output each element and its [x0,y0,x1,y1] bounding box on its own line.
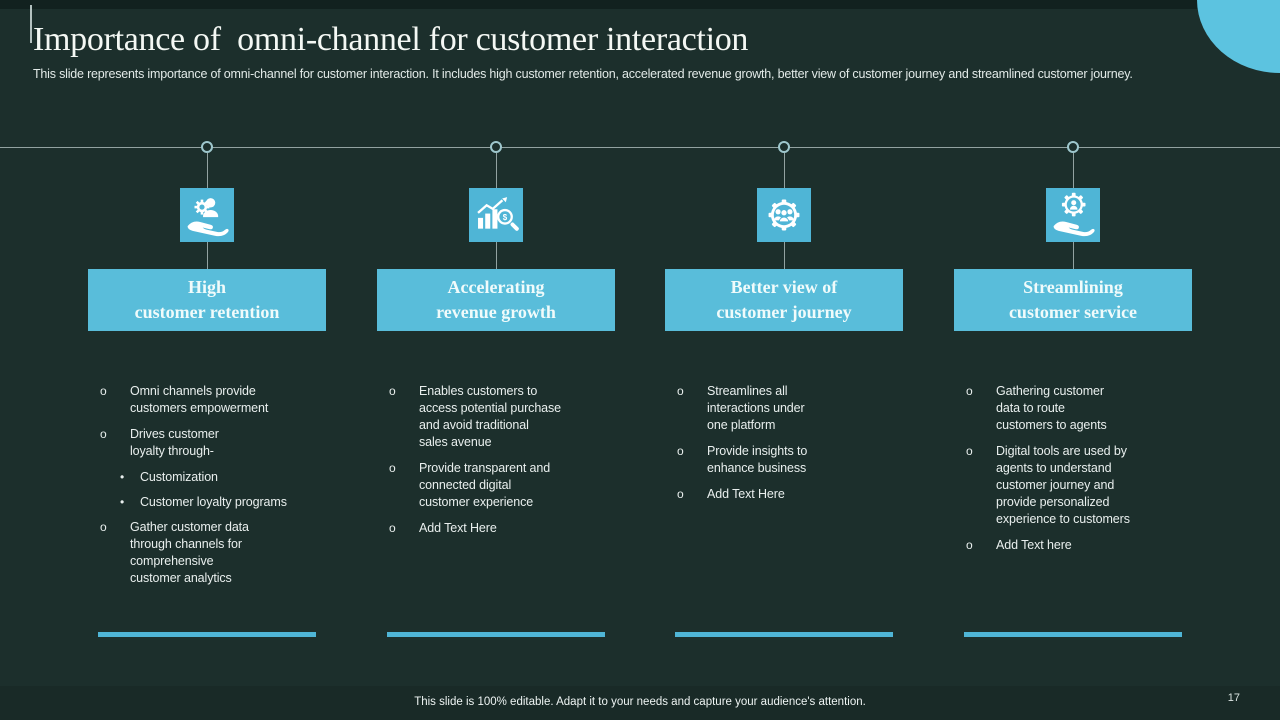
column-underline-bar [98,632,316,637]
bullet-marker: o [677,384,684,398]
customer-journey-icon [768,199,800,231]
bullet-text: Provide transparent and connected digita… [419,461,551,509]
column-underline-bar [387,632,605,637]
page-number: 17 [1227,692,1240,704]
column-header-box: Accelerating revenue growth [377,269,615,331]
bullet-marker: o [966,384,973,398]
list-item: o Add Text Here [677,486,893,503]
bullet-marker: • [120,495,125,509]
bullet-text: Drives customer loyalty through- [130,427,219,458]
connector-vertical-line [784,242,785,269]
list-item: o Gathering customer data to route custo… [966,383,1182,434]
column-header-label: Accelerating revenue growth [436,277,556,322]
corner-blob-decoration [1197,0,1280,73]
connector-node-circle [1067,141,1079,153]
list-item: o Provide insights to enhance business [677,443,893,477]
bullet-marker: o [389,384,396,398]
icon-tile [1046,188,1100,242]
bullet-marker: o [677,444,684,458]
title-accent-line [30,5,32,43]
connector-vertical-line [496,153,497,188]
sub-list-item: • Customization [120,469,316,486]
list-item: o Gather customer data through channels … [100,519,316,587]
bullet-marker: • [120,470,125,484]
bullet-marker: o [389,521,396,535]
bullet-marker: o [100,384,107,398]
bullet-marker: o [966,538,973,552]
column-underline-bar [675,632,893,637]
sub-list-item: • Customer loyalty programs [120,494,316,511]
connector-node-circle [201,141,213,153]
connector-horizontal-line [0,147,1280,148]
column-header-label: Streamlining customer service [1008,277,1138,322]
column-accelerating-revenue-growth: $ Accelerating revenue growth o Enables … [377,0,615,720]
bullet-marker: o [100,520,107,534]
bullet-text: Add Text Here [419,521,497,535]
connector-node-circle [778,141,790,153]
customer-retention-icon [187,198,229,237]
bullet-list: o Streamlines all interactions under one… [677,383,893,512]
bullet-text: Omni channels provide customers empowerm… [130,384,269,415]
footer-strip [0,686,1280,720]
svg-text:$: $ [503,213,508,222]
connector-vertical-line [207,153,208,188]
bullet-list: o Omni channels provide customers empowe… [100,383,316,596]
list-item: o Omni channels provide customers empowe… [100,383,316,417]
icon-tile [180,188,234,242]
list-item: o Provide transparent and connected digi… [389,460,605,511]
bullet-text: Gather customer data through channels fo… [130,520,249,585]
footer-note: This slide is 100% editable. Adapt it to… [414,696,866,708]
page-title: Importance of omni-channel for customer … [33,21,749,58]
bullet-text: Customer loyalty programs [140,495,287,509]
connector-node-circle [490,141,502,153]
list-item: o Streamlines all interactions under one… [677,383,893,434]
bullet-text: Digital tools are used by agents to unde… [996,444,1130,526]
bullet-text: Provide insights to enhance business [707,444,808,475]
connector-vertical-line [1073,242,1074,269]
revenue-growth-icon: $ [477,197,519,231]
bullet-text: Gathering customer data to route custome… [996,384,1107,432]
column-header-label: High customer retention [134,277,280,322]
column-header-label: Better view of customer journey [716,277,852,322]
column-header-box: Better view of customer journey [665,269,903,331]
bullet-marker: o [100,427,107,441]
icon-tile [757,188,811,242]
column-streamlining-customer-service: Streamlining customer service o Gatherin… [954,0,1192,720]
bullet-text: Enables customers to access potential pu… [419,384,562,449]
bullet-text: Customization [140,470,218,484]
customer-service-icon [1053,192,1095,237]
bullet-marker: o [966,444,973,458]
column-high-customer-retention: High customer retention o Omni channels … [88,0,326,720]
icon-tile: $ [469,188,523,242]
bullet-list: o Enables customers to access potential … [389,383,605,546]
column-header-box: Streamlining customer service [954,269,1192,331]
list-item: o Add Text Here [389,520,605,537]
bullet-text: Streamlines all interactions under one p… [707,384,805,432]
list-item: o Enables customers to access potential … [389,383,605,451]
list-item: o Drives customer loyalty through- [100,426,316,460]
bullet-text: Add Text here [996,538,1072,552]
top-accent-strip [0,0,1280,9]
slide-subtitle: This slide represents importance of omni… [33,67,1133,81]
column-better-view-customer-journey: Better view of customer journey o Stream… [665,0,903,720]
bullet-marker: o [677,487,684,501]
bullet-marker: o [389,461,396,475]
bullet-text: Add Text Here [707,487,785,501]
list-item: o Add Text here [966,537,1182,554]
connector-vertical-line [496,242,497,269]
bullet-list: o Gathering customer data to route custo… [966,383,1182,563]
connector-vertical-line [784,153,785,188]
connector-vertical-line [1073,153,1074,188]
connector-vertical-line [207,242,208,269]
column-header-box: High customer retention [88,269,326,331]
column-underline-bar [964,632,1182,637]
list-item: o Digital tools are used by agents to un… [966,443,1182,528]
